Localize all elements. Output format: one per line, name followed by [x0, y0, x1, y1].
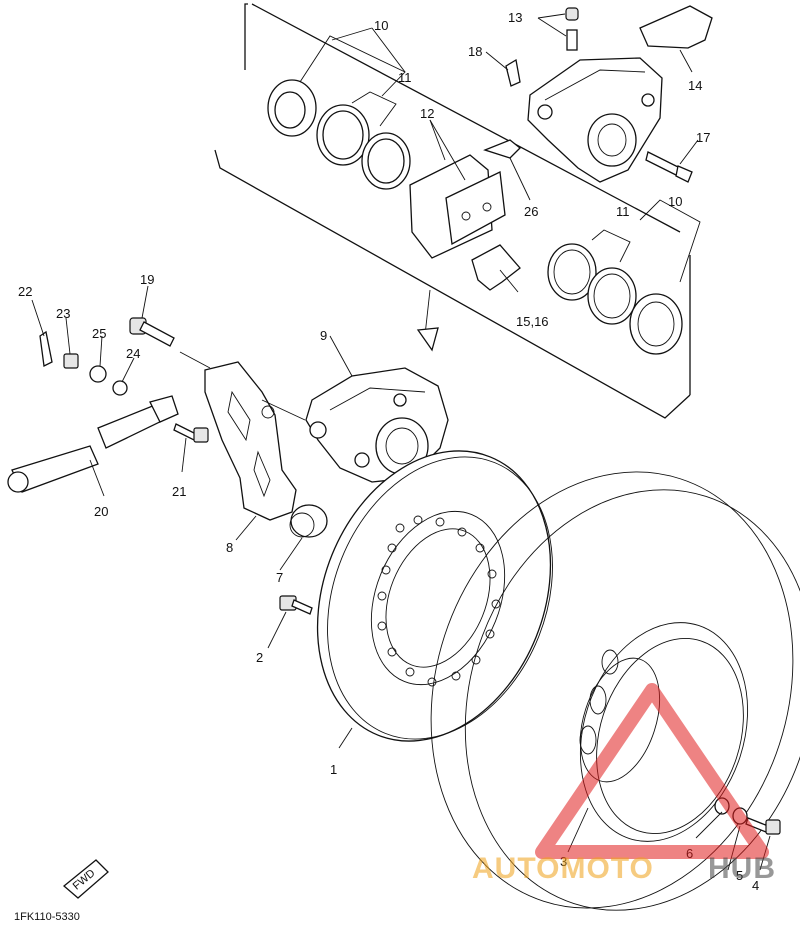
front-direction-tag: FWD	[62, 859, 109, 899]
piston-set-upper	[267, 35, 411, 190]
small-hardware	[39, 330, 128, 396]
pad-cover	[639, 5, 713, 49]
bleed-screw	[537, 7, 579, 51]
bolt-21	[173, 423, 209, 443]
callout-1: 1	[330, 762, 337, 777]
callout-labels: 10 11 12 13 14 18 17 26 11 10 15,16 9 19…	[18, 10, 759, 893]
callout-12: 12	[420, 106, 434, 121]
callout-14: 14	[688, 78, 702, 93]
callout-4: 4	[752, 878, 759, 893]
pad-support	[471, 244, 521, 291]
caliper-assembly	[305, 367, 449, 483]
callout-10-upper: 10	[374, 18, 388, 33]
watermark-word-dark: HUB	[708, 852, 776, 885]
brake-disc	[316, 450, 553, 742]
brake-pads	[409, 119, 506, 259]
torque-rod	[7, 395, 179, 493]
caliper-bracket	[179, 351, 306, 521]
callout-2: 2	[256, 650, 263, 665]
bolt-2	[279, 595, 313, 615]
callout-11-lower: 11	[616, 204, 630, 219]
wheel	[430, 471, 800, 911]
watermark: AUTOMOTO HUB	[472, 683, 776, 885]
collar	[289, 504, 328, 538]
callout-19: 19	[140, 272, 154, 287]
watermark-word-orange: AUTOMOTO	[472, 852, 654, 885]
callout-5: 5	[736, 868, 743, 883]
callout-26: 26	[524, 204, 538, 219]
caliper-bolt-17	[645, 151, 693, 183]
callout-20: 20	[94, 504, 108, 519]
callout-25: 25	[92, 326, 106, 341]
callout-15-16: 15,16	[516, 314, 549, 329]
callout-18: 18	[468, 44, 482, 59]
caliper-body-exploded	[527, 57, 663, 183]
pad-pin	[505, 58, 521, 87]
arrow-down-icon	[416, 327, 439, 352]
callout-23: 23	[56, 306, 70, 321]
callout-9: 9	[320, 328, 327, 343]
callout-3: 3	[560, 854, 567, 869]
callout-24: 24	[126, 346, 140, 361]
piston-set-lower	[547, 199, 701, 355]
callout-7: 7	[276, 570, 283, 585]
callout-21: 21	[172, 484, 186, 499]
callout-22: 22	[18, 284, 32, 299]
callout-11-upper: 11	[398, 70, 412, 85]
watermark-triangle-logo	[535, 683, 769, 859]
callout-10-lower: 10	[668, 194, 682, 209]
callout-17: 17	[696, 130, 710, 145]
part-code-label: 1FK110-5330	[14, 911, 80, 923]
bolt-19	[129, 317, 175, 347]
pad-spring	[483, 139, 521, 159]
leader-lines	[31, 27, 771, 871]
callout-8: 8	[226, 540, 233, 555]
exploded-view-frame	[214, 3, 691, 419]
callout-13: 13	[508, 10, 522, 25]
